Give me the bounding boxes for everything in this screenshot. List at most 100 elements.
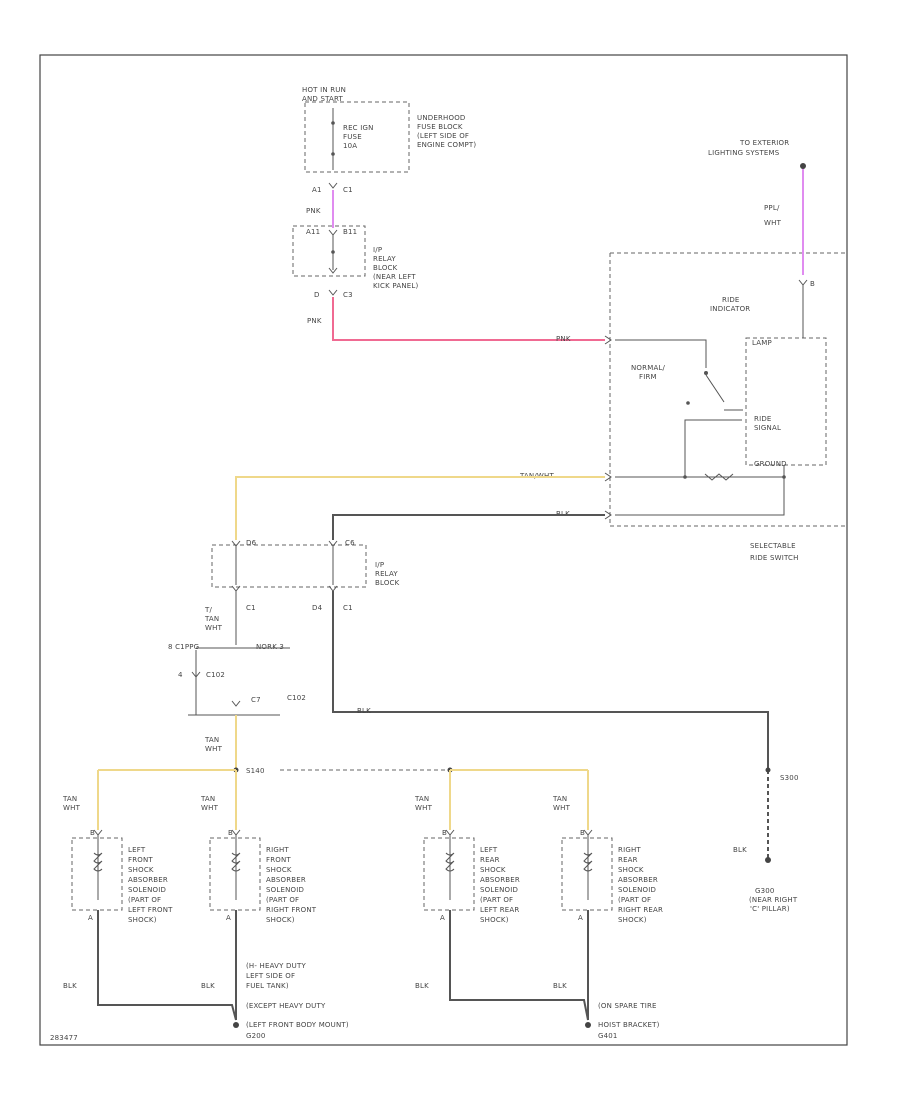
c1-top-label: C1 [343,186,353,194]
g300-label-1: G300 [755,887,775,895]
normal-label: NORMAL/ [631,364,666,372]
tw-lr-label-1: TAN [414,795,429,803]
connector-lamp-b [798,279,808,286]
rf-line-5: (PART OF [266,896,299,904]
underhood-label-3: (LEFT SIDE OF [417,132,469,140]
pin-d-label: D [314,291,320,299]
g-right-2: G401 [598,1032,618,1040]
diagram-frame [39,54,848,1046]
selectable-ride-switch-box [609,252,845,527]
pnk-label-2: PNK [307,317,322,325]
pin-4-label: 4 [178,671,183,679]
ip-relay-block-bottom [211,544,367,588]
s300-label: S300 [780,774,799,782]
lr-line-4: SOLENOID [480,886,518,894]
lr-line-7: SHOCK) [480,916,509,924]
lamp-label: LAMP [752,339,772,347]
g-left-3: (EXCEPT HEAVY DUTY [246,1002,326,1010]
resistor-symbol [704,473,734,481]
rr-line-7: SHOCK) [618,916,647,924]
connector-ride-tan [604,472,612,482]
connector-ride-blk [604,510,612,520]
fuse-symbol [331,108,335,170]
ip-relay-label-1: I/P [373,246,382,254]
tw-rf-label-2: WHT [201,804,219,812]
rf-line-2: SHOCK [266,866,292,874]
g-left-1: LEFT SIDE OF [246,972,295,980]
pnk-wire-main [332,297,605,341]
g300-label-3: 'C' PILLAR) [750,905,790,913]
connector-c7 [231,700,241,707]
ground-right-text: (ON SPARE TIRE HOIST BRACKET) G401 [598,1002,659,1040]
connector-c1-b [328,585,338,592]
lf-line-5: (PART OF [128,896,161,904]
blk-wire-main [332,514,605,540]
lr-text: LEFT REAR SHOCK ABSORBER SOLENOID (PART … [480,846,520,924]
splice-dot-a [683,475,687,479]
switch-feed-line [615,339,707,368]
underhood-label-4: ENGINE COMPT) [417,141,476,149]
ride-signal-line [684,409,743,477]
rr-line-2: SHOCK [618,866,644,874]
tan-label-1: T/ [204,606,212,614]
c7-label: C7 [251,696,261,704]
connector-d [328,289,338,296]
blk-ground-label: BLK [733,846,747,854]
lf-text: LEFT FRONT SHOCK ABSORBER SOLENOID (PART… [128,846,173,924]
blk-ground-lf [97,910,237,1021]
ride-indicator-module [745,337,827,466]
switch-pivot [704,371,708,375]
pnk-label-1: PNK [306,207,321,215]
ground-g401 [585,1022,591,1028]
pin-b11-label: B11 [343,228,357,236]
blk-mid-label: BLK [357,707,371,715]
lf-line-0: LEFT [128,846,146,854]
lf-line-6: LEFT FRONT [128,906,173,914]
tan-label-3: WHT [205,624,223,632]
g-left-4: (LEFT FRONT BODY MOUNT) [246,1021,349,1029]
tw-lr-label-2: WHT [415,804,433,812]
lf-line-4: SOLENOID [128,886,166,894]
hot-in-run-label: HOT IN RUN [302,86,346,94]
rf-line-3: ABSORBER [266,876,306,884]
rf-line-0: RIGHT [266,846,289,854]
exterior-lighting-terminal [800,163,806,169]
lr-line-5: (PART OF [480,896,513,904]
selectable-label-1: SELECTABLE [750,542,796,550]
tw-label-1: TAN [204,736,219,744]
pin-a-lr-label: A [440,914,445,922]
ip-relay-label-2: RELAY [373,255,396,263]
blk-ground-lr [449,910,589,1021]
c102-b-label: C102 [287,694,306,702]
pin-b-lr-label: B [442,829,447,837]
ride-signal-label-1: RIDE [754,415,772,423]
underhood-fuse-block [304,101,410,173]
rr-text: RIGHT REAR SHOCK ABSORBER SOLENOID (PART… [618,846,663,924]
tw-lf-label-2: WHT [63,804,81,812]
switch-blade [705,374,725,403]
rr-line-5: (PART OF [618,896,651,904]
ride-indicator-label-2: INDICATOR [710,305,750,313]
rr-line-4: SOLENOID [618,886,656,894]
ride-indicator-label-1: RIDE [722,296,740,304]
pnk-label-3: PNK [556,335,571,343]
blk-rr-label: BLK [553,982,567,990]
rr-line-6: RIGHT REAR [618,906,663,914]
tw-rf-label-1: TAN [200,795,215,803]
ip-relay-label-5: KICK PANEL) [373,282,418,290]
c1-b-label: C1 [343,604,353,612]
internal-ground-line [615,477,785,516]
d4-label: D4 [312,604,323,612]
ip-relay-label-4: (NEAR LEFT [373,273,416,281]
ip-relay-b-label-3: BLOCK [375,579,400,587]
ground-g200 [233,1022,239,1028]
pin-b-lf-label: B [90,829,95,837]
ppl-label-1: PPL/ [764,204,780,212]
rr-line-0: RIGHT [618,846,641,854]
lf-line-3: ABSORBER [128,876,168,884]
fuse-name-label: REC IGN [343,124,374,132]
pin-a1-label: A1 [312,186,322,194]
tw-lf-label-1: TAN [62,795,77,803]
lr-line-0: LEFT [480,846,498,854]
pin-a-rf-label: A [226,914,231,922]
